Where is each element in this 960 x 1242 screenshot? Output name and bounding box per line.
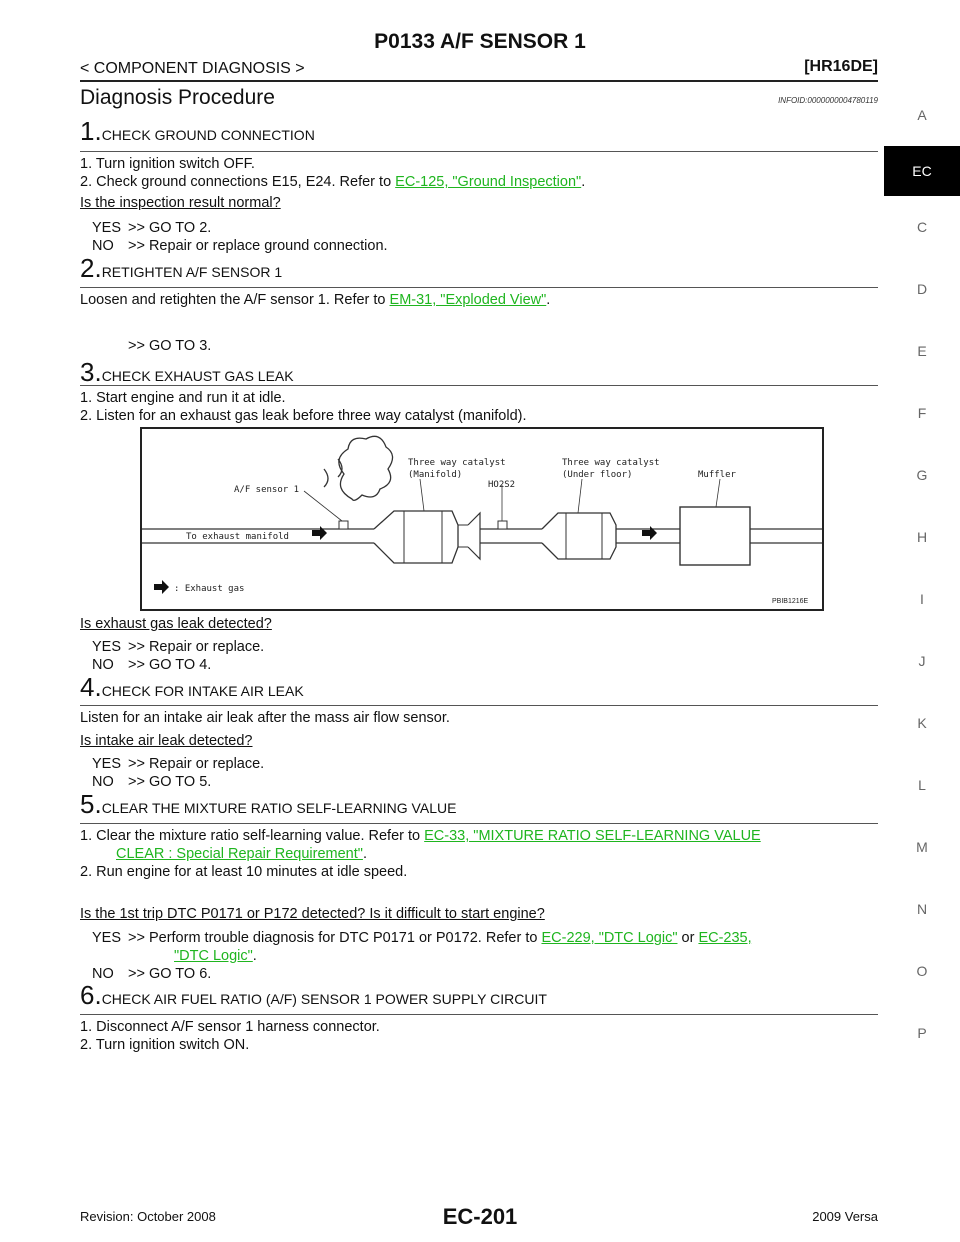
- ho2s2-sensor-icon: [497, 520, 508, 530]
- tab-k[interactable]: K: [917, 715, 927, 731]
- step-rule: [80, 287, 878, 288]
- step-2-text: Loosen and retighten the A/F sensor 1. R…: [80, 292, 551, 308]
- link-dtc-logic-229[interactable]: EC-229, "DTC Logic": [541, 930, 678, 946]
- af-sensor-icon: [338, 520, 349, 530]
- step-1-question: Is the inspection result normal?: [80, 195, 281, 211]
- step-3-answers: YES>> Repair or replace. NO>> GO TO 4.: [92, 639, 265, 673]
- link-ground-inspection[interactable]: EC-125, "Ground Inspection": [395, 174, 582, 190]
- leak-wave-icon: [337, 458, 343, 478]
- breadcrumb: < COMPONENT DIAGNOSIS >: [80, 60, 305, 77]
- step-rule: [80, 823, 878, 824]
- header-rule: [80, 80, 878, 82]
- tab-i[interactable]: I: [920, 591, 924, 607]
- tab-n[interactable]: N: [916, 901, 928, 917]
- figure-code: PBIB1216E: [772, 598, 809, 605]
- tab-a[interactable]: A: [917, 107, 927, 123]
- leak-wave-icon: [323, 468, 329, 488]
- link-dtc-logic-235[interactable]: EC-235,: [698, 930, 752, 946]
- label-muffler: Muffler: [698, 470, 737, 480]
- page-title: P0133 A/F SENSOR 1: [374, 30, 586, 53]
- step-5-heading: 5.CLEAR THE MIXTURE RATIO SELF-LEARNING …: [80, 789, 457, 819]
- flow-arrow-icon: [642, 526, 657, 540]
- step-1-heading: 1.CHECK GROUND CONNECTION: [80, 116, 315, 146]
- exhaust-diagram-svg: A/F sensor 1 Three way catalyst (Manifol…: [142, 435, 822, 605]
- label-twc-under-1: Three way catalyst: [562, 458, 660, 468]
- tab-l[interactable]: L: [918, 777, 926, 793]
- legend-exhaust-gas: : Exhaust gas: [174, 584, 244, 594]
- step-2-go: >> GO TO 3.: [128, 338, 212, 354]
- step-6-text: 1. Disconnect A/F sensor 1 harness conne…: [80, 1019, 380, 1053]
- section-title: Diagnosis Procedure: [80, 86, 275, 109]
- engine-code: [HR16DE]: [804, 58, 878, 75]
- step-3-text: 1. Start engine and run it at idle. 2. L…: [80, 390, 527, 424]
- step-rule: [80, 705, 878, 706]
- step-5-text: 1. Clear the mixture ratio self-learning…: [80, 828, 761, 880]
- step-4-answers: YES>> Repair or replace. NO>> GO TO 5.: [92, 756, 265, 790]
- label-ho2s2: HO2S2: [488, 480, 515, 490]
- step-1-text: 1. Turn ignition switch OFF. 2. Check gr…: [80, 156, 586, 190]
- step-rule: [80, 385, 878, 386]
- link-dtc-logic-235-cont[interactable]: "DTC Logic": [174, 948, 253, 964]
- manifold-catalyst-icon: [373, 510, 459, 564]
- step-4-text: Listen for an intake air leak after the …: [80, 710, 450, 726]
- label-af-sensor: A/F sensor 1: [234, 485, 299, 495]
- tab-e[interactable]: E: [917, 343, 927, 359]
- tab-g[interactable]: G: [916, 467, 928, 483]
- link-mixture-ratio[interactable]: EC-33, "MIXTURE RATIO SELF-LEARNING VALU…: [424, 828, 761, 844]
- tab-j[interactable]: J: [918, 653, 926, 669]
- tab-ec[interactable]: EC: [884, 146, 960, 196]
- label-twc-manifold-1: Three way catalyst: [408, 458, 506, 468]
- label-to-manifold: To exhaust manifold: [186, 532, 289, 542]
- tab-h[interactable]: H: [916, 529, 928, 545]
- link-mixture-ratio-cont[interactable]: CLEAR : Special Repair Requirement": [116, 846, 363, 862]
- tab-d[interactable]: D: [916, 281, 928, 297]
- step-4-heading: 4.CHECK FOR INTAKE AIR LEAK: [80, 672, 304, 702]
- step-2-heading: 2.RETIGHTEN A/F SENSOR 1: [80, 253, 283, 283]
- tab-o[interactable]: O: [916, 963, 928, 979]
- page-number: EC-201: [442, 1204, 518, 1229]
- legend-arrow-icon: [154, 580, 169, 594]
- exhaust-system-diagram: A/F sensor 1 Three way catalyst (Manifol…: [140, 427, 824, 611]
- step-6-heading: 6.CHECK AIR FUEL RATIO (A/F) SENSOR 1 PO…: [80, 980, 547, 1010]
- tab-c[interactable]: C: [916, 219, 928, 235]
- step-rule: [80, 1014, 878, 1015]
- link-exploded-view[interactable]: EM-31, "Exploded View": [389, 292, 547, 308]
- step-1-answers: YES>> GO TO 2. NO>> Repair or replace gr…: [92, 220, 388, 254]
- step-3-heading: 3.CHECK EXHAUST GAS LEAK: [80, 357, 294, 387]
- tab-p[interactable]: P: [917, 1025, 927, 1041]
- exhaust-leak-smoke-icon: [338, 435, 394, 501]
- label-twc-manifold-2: (Manifold): [408, 470, 462, 480]
- footer-revision: Revision: October 2008: [80, 1209, 216, 1224]
- flow-arrow-icon: [312, 526, 327, 540]
- step-5-answers: YES>> Perform trouble diagnosis for DTC …: [92, 930, 752, 982]
- muffler-icon: [679, 506, 751, 566]
- section-tabs: A EC C D E F G H I J K L M N O P: [884, 84, 960, 1064]
- step-4-question: Is intake air leak detected?: [80, 733, 253, 749]
- label-twc-under-2: (Under floor): [562, 470, 632, 480]
- footer-model: 2009 Versa: [812, 1209, 878, 1224]
- step-3-question: Is exhaust gas leak detected?: [80, 616, 272, 632]
- step-5-question: Is the 1st trip DTC P0171 or P172 detect…: [80, 906, 545, 922]
- underfloor-catalyst-icon: [541, 512, 617, 560]
- tab-m[interactable]: M: [916, 839, 928, 855]
- step-rule: [80, 151, 878, 152]
- tab-f[interactable]: F: [917, 405, 927, 421]
- info-id: INFOID:0000000004780119: [778, 96, 878, 105]
